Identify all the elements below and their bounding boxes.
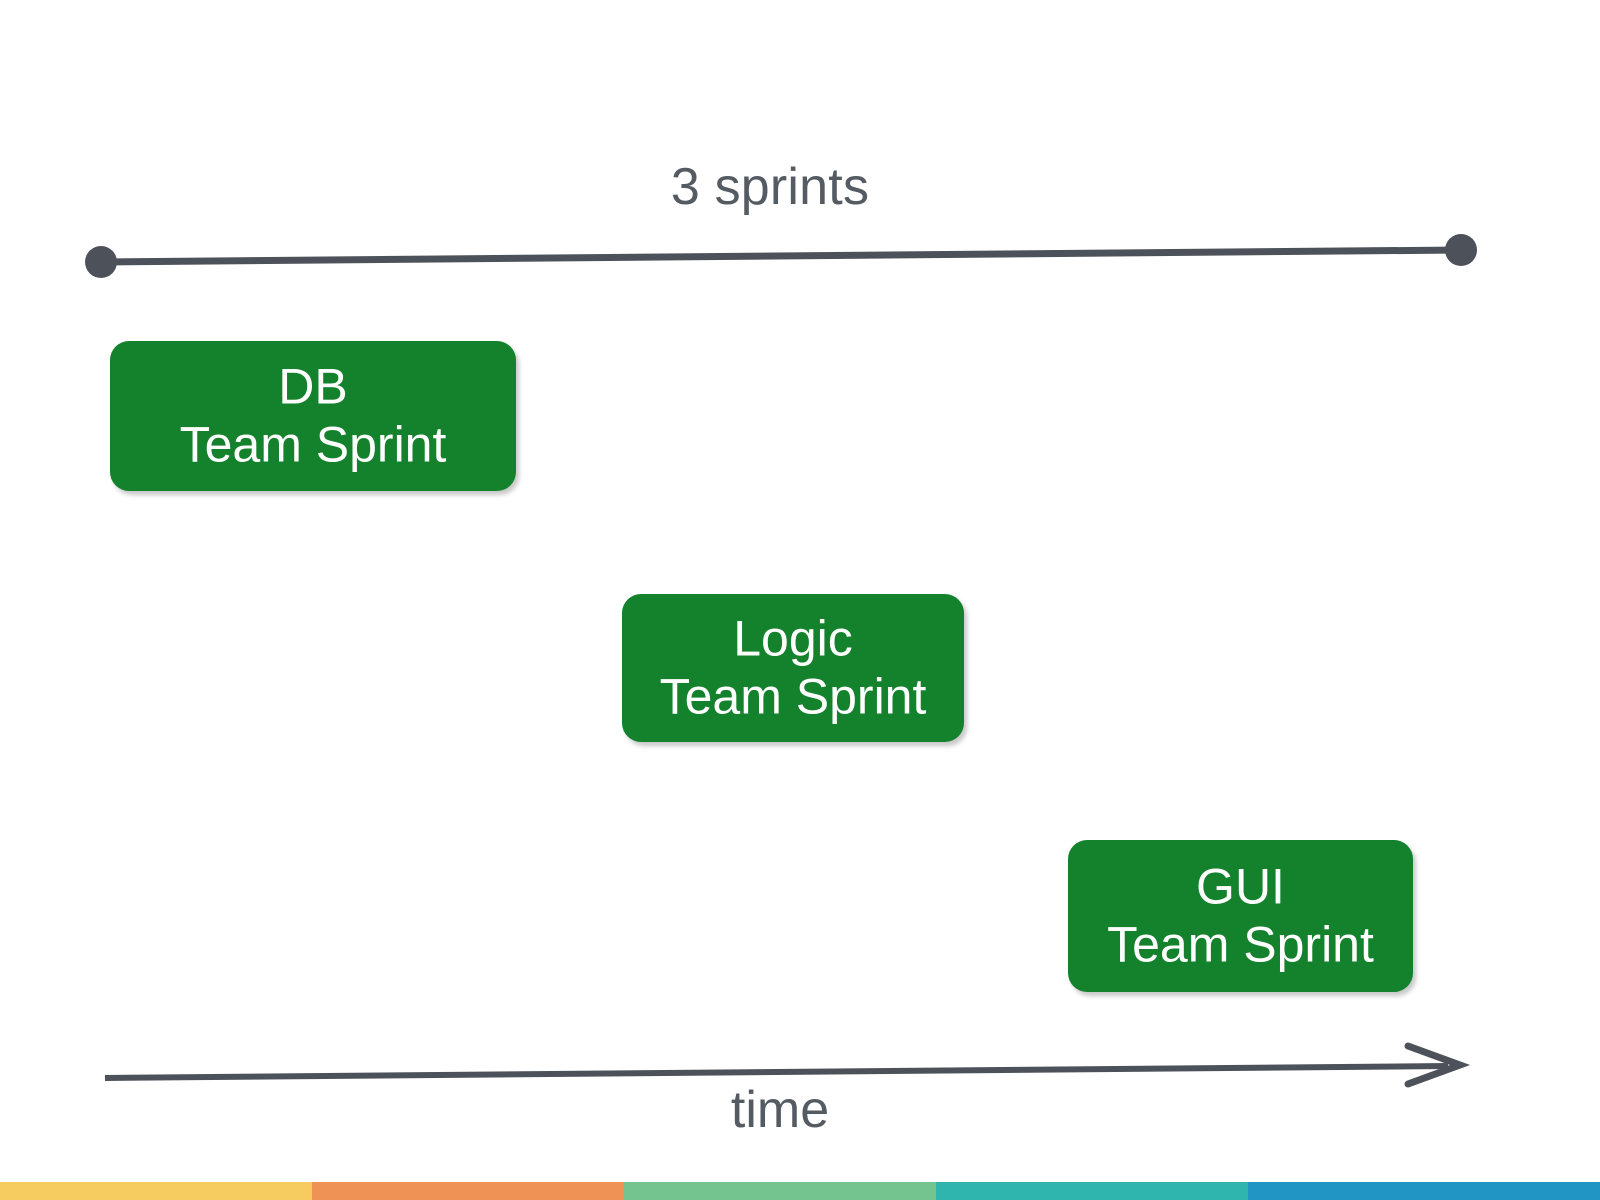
color-bar-segment-teal <box>936 1182 1248 1200</box>
span-end-dot <box>1445 234 1477 266</box>
span-start-dot <box>85 246 117 278</box>
axis-caption-time: time <box>730 1081 830 1139</box>
sprint-box-db[interactable]: DB Team Sprint <box>110 341 516 491</box>
sprint-box-gui-line1: GUI <box>1196 858 1285 915</box>
sprint-box-gui-line2: Team Sprint <box>1107 916 1374 972</box>
arrow-right-icon <box>1404 1042 1471 1088</box>
color-bar-segment-yellow <box>0 1182 312 1200</box>
sprint-box-logic[interactable]: Logic Team Sprint <box>622 594 964 742</box>
sprint-box-gui[interactable]: GUI Team Sprint <box>1068 840 1413 992</box>
sprint-box-logic-text: Logic Team Sprint <box>563 611 1023 726</box>
span-line <box>100 246 1462 266</box>
sprint-box-db-text: DB Team Sprint <box>83 359 543 474</box>
sprint-box-db-line2: Team Sprint <box>179 416 447 472</box>
color-bar-segment-orange <box>312 1182 624 1200</box>
time-axis-line <box>104 1063 1449 1081</box>
sprint-box-logic-line1: Logic <box>733 610 853 667</box>
color-bar-segment-green <box>624 1182 936 1200</box>
sprint-box-gui-text: GUI Team Sprint <box>1011 859 1471 974</box>
span-label-3-sprints: 3 sprints <box>670 158 870 216</box>
color-bar-segment-blue <box>1248 1182 1600 1200</box>
footer-color-bar <box>0 1182 1600 1200</box>
sprint-box-db-line1: DB <box>278 358 348 415</box>
sprint-box-logic-line2: Team Sprint <box>659 668 927 724</box>
